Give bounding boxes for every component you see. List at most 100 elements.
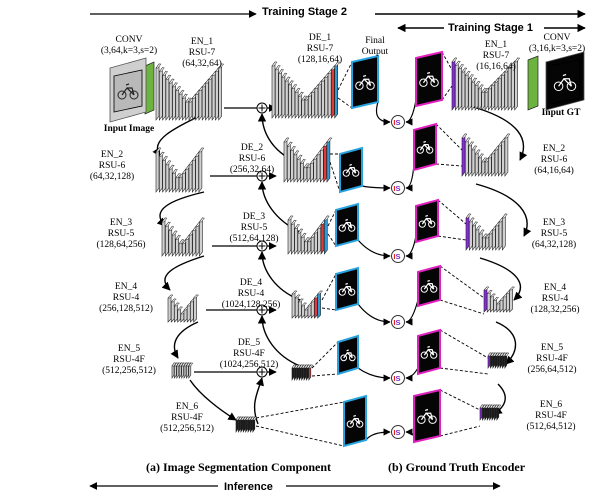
feature-slab-top bbox=[496, 404, 502, 409]
feature-slab bbox=[317, 223, 322, 255]
feature-slab bbox=[458, 63, 462, 111]
en5-left-name: EN_5 bbox=[117, 344, 141, 354]
feature-slab-top bbox=[240, 416, 246, 421]
feature-slab-top bbox=[491, 404, 497, 409]
feature-slab-top bbox=[281, 73, 288, 78]
feature-slab-top bbox=[301, 95, 308, 101]
feature-slab-top bbox=[173, 362, 179, 367]
feature-slab bbox=[294, 87, 299, 119]
bike-frame bbox=[343, 394, 367, 448]
bike-wheel bbox=[342, 169, 350, 177]
feature-slab bbox=[311, 87, 315, 119]
conv-right-label: CONV (3,16,k=3,s=2) bbox=[520, 33, 594, 55]
final-output-line-2: Output bbox=[361, 47, 389, 57]
flow-en3-en4 bbox=[161, 255, 205, 291]
side-output-4 bbox=[335, 266, 359, 312]
feature-slab bbox=[274, 64, 279, 119]
flow-en5-en6 bbox=[189, 379, 237, 421]
en4-left-stack bbox=[167, 294, 200, 323]
feature-slab bbox=[501, 70, 505, 111]
feature-slab bbox=[198, 85, 203, 121]
bike-frame bbox=[413, 122, 437, 172]
feature-slab-top bbox=[172, 82, 178, 88]
feature-slab-top bbox=[487, 352, 493, 357]
en5-right-stack bbox=[487, 352, 510, 369]
de1-params: (128,16,64) bbox=[297, 55, 343, 65]
side-output-dash bbox=[255, 401, 345, 419]
gt-panel-1 bbox=[415, 50, 443, 108]
feature-slab bbox=[188, 160, 193, 193]
feature-slab-top bbox=[484, 404, 490, 409]
feature-slab-top bbox=[298, 364, 304, 369]
bike-frame bbox=[417, 328, 441, 376]
bike-body bbox=[422, 71, 436, 84]
bike-frame bbox=[335, 266, 359, 312]
de5-label: DE_5 RSU-4F (1024,256,512) bbox=[204, 338, 294, 371]
feature-slab-top bbox=[170, 298, 177, 303]
feature-slab-top bbox=[167, 294, 174, 299]
de2-type: RSU-6 bbox=[238, 154, 266, 164]
bike-frame bbox=[337, 334, 359, 376]
feature-slab bbox=[294, 223, 298, 255]
feature-slab bbox=[320, 219, 325, 255]
conv-left-label: CONV (3,64,k=3,s=2) bbox=[94, 35, 164, 57]
isg-node-5: IS bbox=[391, 371, 405, 385]
en6-right-type: RSU-4F bbox=[535, 411, 567, 421]
feature-slab bbox=[193, 294, 197, 323]
feature-slab bbox=[321, 76, 325, 119]
bike-wheel bbox=[420, 351, 428, 359]
side-output-dash bbox=[311, 341, 339, 369]
feature-slab-top bbox=[245, 416, 251, 421]
isg-node bbox=[391, 115, 405, 129]
feature-slab-top bbox=[468, 217, 475, 223]
feature-slab bbox=[290, 145, 294, 183]
bike-wheel bbox=[428, 220, 436, 228]
feature-slab bbox=[464, 137, 469, 177]
en2-left-params: (64,32,128) bbox=[89, 172, 135, 182]
feature-slab-top bbox=[198, 147, 205, 153]
isg-node-4: IS bbox=[391, 315, 405, 329]
en1-right-label: EN_1 RSU-7 (16,16,64) bbox=[466, 40, 526, 73]
feature-slab-top bbox=[252, 416, 258, 421]
feature-slab-top bbox=[464, 71, 471, 76]
feature-slab-top bbox=[165, 75, 172, 80]
gt-dash bbox=[439, 265, 485, 299]
en3-left-label: EN_3 RSU-5 (128,64,256) bbox=[80, 218, 162, 251]
en1-left-type: RSU-7 bbox=[188, 48, 216, 58]
gt-panel-4 bbox=[417, 264, 441, 308]
en5-left-label: EN_5 RSU-4F (512,256,512) bbox=[88, 344, 170, 377]
bike-body bbox=[358, 74, 372, 87]
feature-slab bbox=[316, 150, 321, 183]
en3-right-params: (64,32,128) bbox=[531, 240, 577, 250]
bike-frame bbox=[335, 202, 359, 248]
feature-slab-top bbox=[504, 133, 511, 139]
feature-slab-top bbox=[454, 61, 461, 66]
side-output-6 bbox=[343, 394, 367, 448]
gt-panel-5 bbox=[417, 328, 441, 376]
isg-node bbox=[391, 315, 405, 329]
feature-slab-top bbox=[489, 352, 495, 357]
feature-slab-top bbox=[176, 362, 182, 367]
gt-dash bbox=[439, 329, 489, 359]
en3-right-stack bbox=[465, 213, 508, 251]
feature-slab bbox=[165, 74, 170, 121]
feature-slab bbox=[323, 141, 327, 183]
feature-slab-top bbox=[297, 228, 304, 234]
de5-stack bbox=[291, 364, 314, 381]
gt-to-isg-arrow bbox=[405, 235, 417, 260]
feature-slab-top bbox=[192, 294, 200, 299]
gt-to-isg-arrow bbox=[405, 428, 415, 437]
feature-slab-top bbox=[297, 298, 305, 303]
feature-slab bbox=[218, 63, 222, 121]
gt-dash bbox=[439, 299, 485, 315]
feature-slab-top bbox=[474, 81, 481, 86]
feature-slab-top bbox=[296, 364, 302, 369]
en4-left-type: RSU-4 bbox=[112, 293, 140, 303]
en4-left-label: EN_4 RSU-4 (256,128,512) bbox=[84, 282, 168, 315]
feature-slab-top bbox=[497, 352, 503, 357]
en4-left-name: EN_4 bbox=[114, 282, 138, 292]
feature-slab-top bbox=[247, 416, 253, 421]
bike-wheel bbox=[430, 351, 438, 359]
feature-slab-top bbox=[461, 133, 468, 139]
